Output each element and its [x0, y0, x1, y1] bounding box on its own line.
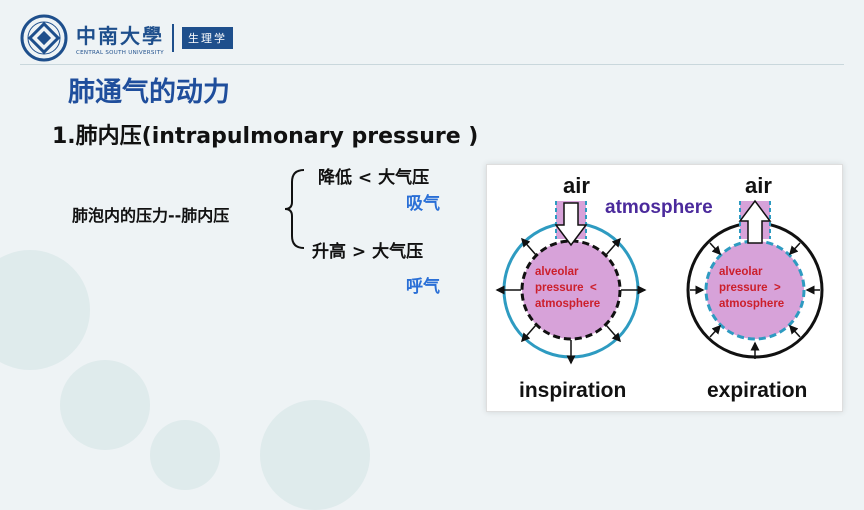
bg-bubble	[60, 360, 150, 450]
branch-higher-pressure: 升高 > 大气压	[312, 242, 424, 262]
atmosphere-label: atmosphere	[605, 197, 713, 218]
branch-lower-pressure: 降低 < 大气压	[318, 168, 430, 188]
header: 中南大學 CENTRAL SOUTH UNIVERSITY 生理学	[20, 14, 233, 62]
expiration-label: expiration	[707, 379, 807, 402]
header-divider	[20, 64, 844, 65]
bg-bubble	[0, 250, 90, 370]
inspiration-diagram	[495, 201, 647, 365]
university-name: 中南大學 CENTRAL SOUTH UNIVERSITY	[76, 20, 164, 56]
bg-bubble	[260, 400, 370, 510]
right-text-line-2: pressure >	[719, 282, 781, 294]
inspiration-label: inspiration	[519, 379, 626, 402]
university-name-en: CENTRAL SOUTH UNIVERSITY	[76, 50, 164, 56]
result-inspiration: 吸气	[406, 194, 440, 214]
alveolar-pressure-label: 肺泡内的压力--肺内压	[72, 206, 230, 225]
department-badge: 生理学	[182, 27, 233, 49]
result-expiration: 呼气	[406, 277, 440, 297]
curly-brace	[284, 169, 305, 249]
expiration-diagram	[686, 199, 824, 359]
respiration-diagram: air air atmosphere alveolar pressure < a…	[486, 164, 843, 412]
right-text-line-3: atmosphere	[719, 298, 784, 310]
air-label-right: air	[745, 173, 772, 198]
left-text-line-2: pressure <	[535, 282, 597, 294]
university-logo	[20, 14, 68, 62]
left-text-line-1: alveolar	[535, 266, 579, 278]
slide-subtitle: 1.肺内压(intrapulmonary pressure )	[52, 124, 479, 149]
university-name-cn: 中南大學	[76, 24, 164, 48]
left-text-line-3: atmosphere	[535, 298, 600, 310]
bg-bubble	[150, 420, 220, 490]
header-separator	[172, 24, 174, 52]
slide-title: 肺通气的动力	[68, 77, 230, 108]
air-label-left: air	[563, 173, 590, 198]
right-text-line-1: alveolar	[719, 266, 763, 278]
